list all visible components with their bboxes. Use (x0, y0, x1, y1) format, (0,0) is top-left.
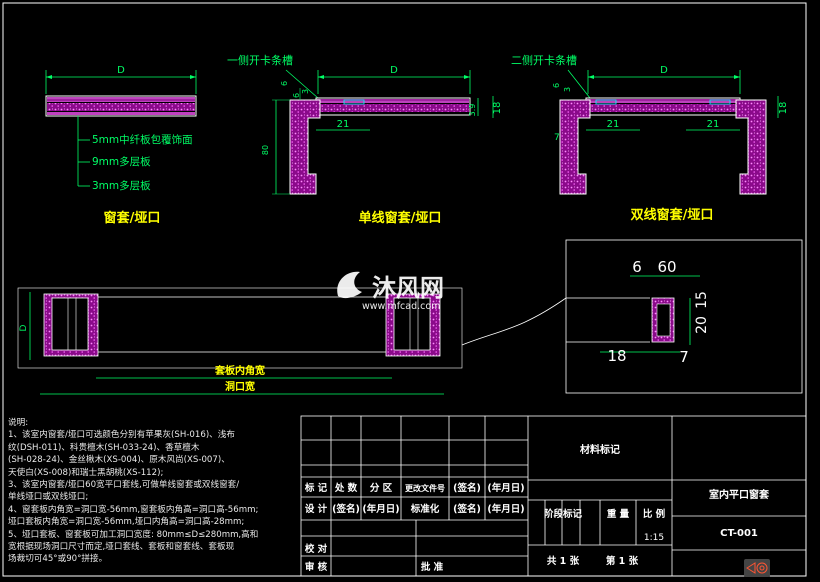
double-groove-left (595, 99, 617, 105)
tb-check: 校 对 (305, 543, 328, 555)
tb-approve: 批 准 (421, 561, 444, 573)
tb-material: 材料标记 (580, 443, 620, 456)
note-line-6: 单线垭口或双线垭口; (8, 492, 89, 503)
detail-dim-15: 15 (694, 291, 710, 309)
plain-casing-section: D 5mm中纤板包覆饰面 9mm多层板 3mm多层板 窗套/垭口 (45, 65, 197, 226)
note-line-1: 1、该室内窗套/垭口可选颜色分别有苹果灰(SH-016)、浅布 (8, 430, 235, 441)
tb-change-doc: 更改文件号 (405, 483, 445, 493)
elevation-plan: D 套板内角宽 洞口宽 (17, 287, 567, 395)
note-line-8: 垭口套板内角宽=洞口宽-56mm,垭口内角高=洞口高-28mm; (8, 517, 245, 528)
inner-width-label: 套板内角宽 (214, 364, 265, 377)
plain-plywood-3mm (47, 112, 195, 115)
tb-sign-1: (签名) (453, 482, 481, 494)
leader-5mm-mdf: 5mm中纤板包覆饰面 (92, 133, 193, 146)
double-dim-21a: 21 (607, 119, 620, 130)
single-casing-section: 一侧开卡条槽 D 80 6 6 3 21 3.9 18 单线窗套/垭口 (227, 53, 503, 226)
tb-sign-2: (签名) (332, 503, 360, 515)
single-dim-80: 80 (261, 145, 270, 155)
single-dim-6b: 6 (292, 93, 301, 98)
note-line-2: 纹(DSH-011)、科贵檀木(SH-033-24)、香草檀木 (8, 442, 200, 453)
tb-design: 设 计 (305, 503, 328, 515)
tb-review: 审 核 (305, 561, 328, 573)
single-trim-profile (289, 99, 321, 195)
double-dim-7: 7 (554, 133, 560, 143)
double-dim-3: 3 (563, 87, 572, 92)
opening-width-label: 洞口宽 (225, 380, 255, 393)
enlarged-detail: 6 60 15 20 18 7 (565, 239, 803, 394)
single-dim-18: 18 (492, 102, 503, 115)
tb-weight: 重 量 (607, 508, 630, 520)
double-groove-right (709, 99, 731, 105)
double-dim-21b: 21 (707, 119, 720, 130)
double-dim-d: D (660, 65, 668, 76)
tb-standardize: 标准化 (410, 503, 440, 515)
double-callout: 二侧开卡条槽 (511, 53, 577, 67)
double-trim-right (735, 99, 767, 195)
detail-dim-60: 60 (657, 258, 676, 276)
elevation-dim-d: D (19, 324, 29, 331)
leader-3mm-plywood: 3mm多层板 (92, 179, 151, 192)
note-line-3: (SH-028-24)、金丝楸木(XS-004)、原木风尚(XS-007)、 (8, 455, 230, 466)
detail-dim-20: 20 (694, 316, 710, 334)
tb-date-1: (年月日) (487, 482, 524, 494)
single-dim-39: 3.9 (468, 104, 477, 117)
double-dim-6: 6 (552, 83, 561, 88)
tb-sign-3: (签名) (453, 503, 481, 515)
tb-zone: 分 区 (370, 482, 393, 494)
double-dim-18: 18 (778, 102, 789, 115)
note-line-0: 说明: (8, 418, 29, 428)
tb-date-3: (年月日) (487, 503, 524, 515)
note-line-11: 场裁切可45°或90°拼接。 (8, 554, 108, 565)
detail-leader-line (461, 297, 567, 346)
plain-plywood-9mm (47, 103, 195, 111)
leader-9mm-plywood: 9mm多层板 (92, 155, 151, 168)
plain-dim-d: D (117, 65, 125, 76)
tb-drawing-code: CT-001 (720, 528, 758, 539)
single-dim-21: 21 (337, 119, 350, 130)
watermark-logo-icon (337, 271, 362, 299)
watermark: 沐风网 www.mfcad.com (337, 271, 444, 312)
detail-dim-18: 18 (607, 347, 626, 365)
single-view-title: 单线窗套/垭口 (359, 210, 442, 226)
note-line-5: 3、该室内窗套/垭口60宽平口套线,可做单线窗套或双线窗套/ (8, 480, 240, 491)
plain-veneer-layer (47, 97, 195, 102)
tb-total-sheets: 共 1 张 (547, 555, 580, 567)
tb-sheet-no: 第 1 张 (606, 555, 639, 567)
single-dim-3: 3 (301, 89, 310, 94)
tb-drawing-name: 室内平口窗套 (709, 488, 770, 501)
projection-symbol-icon (744, 559, 770, 577)
double-casing-section: 二侧开卡条槽 D 6 3 7 21 21 18 双线窗套/垭口 (511, 53, 789, 223)
detail-dim-7: 7 (679, 348, 689, 366)
notes-block: 说明: 1、该室内窗套/垭口可选颜色分别有苹果灰(SH-016)、浅布 纹(DS… (8, 417, 298, 566)
single-dim-6a: 6 (280, 81, 289, 86)
tb-date-2: (年月日) (362, 503, 399, 515)
double-trim-left (559, 99, 591, 195)
note-line-7: 4、窗套板内角宽=洞口宽-56mm,窗套板内角高=洞口高-56mm; (8, 504, 259, 515)
title-block (300, 415, 807, 577)
note-line-4: 天使白(XS-008)和瑞士黑胡桃(XS-112); (8, 467, 164, 478)
tb-scale-label: 比 例 (643, 508, 665, 520)
single-callout: 一侧开卡条槽 (227, 53, 293, 67)
tb-stage: 阶段标记 (544, 508, 583, 520)
plain-view-title: 窗套/垭口 (104, 210, 161, 226)
detail-dim-6: 6 (632, 258, 642, 276)
note-line-9: 5、垭口套板、窗套板可加工洞口宽度: 80mm≤D≤280mm,高和 (8, 529, 259, 540)
tb-scale-value: 1:15 (644, 533, 664, 543)
watermark-url: www.mfcad.com (362, 301, 440, 312)
single-groove (343, 99, 365, 105)
plain-board (45, 95, 197, 117)
tb-count: 处 数 (334, 482, 358, 494)
title-block-text: 标 记 处 数 分 区 更改文件号 (签名) (年月日) 设 计 (签名) (年… (304, 443, 770, 573)
double-view-title: 双线窗套/垭口 (631, 207, 714, 223)
note-line-10: 宽根据现场洞口尺寸而定,垭口套线、套板和窗套线、套板现 (8, 542, 235, 553)
watermark-brand: 沐风网 (372, 274, 444, 302)
single-dim-d: D (390, 65, 398, 76)
tb-mark: 标 记 (304, 482, 328, 494)
